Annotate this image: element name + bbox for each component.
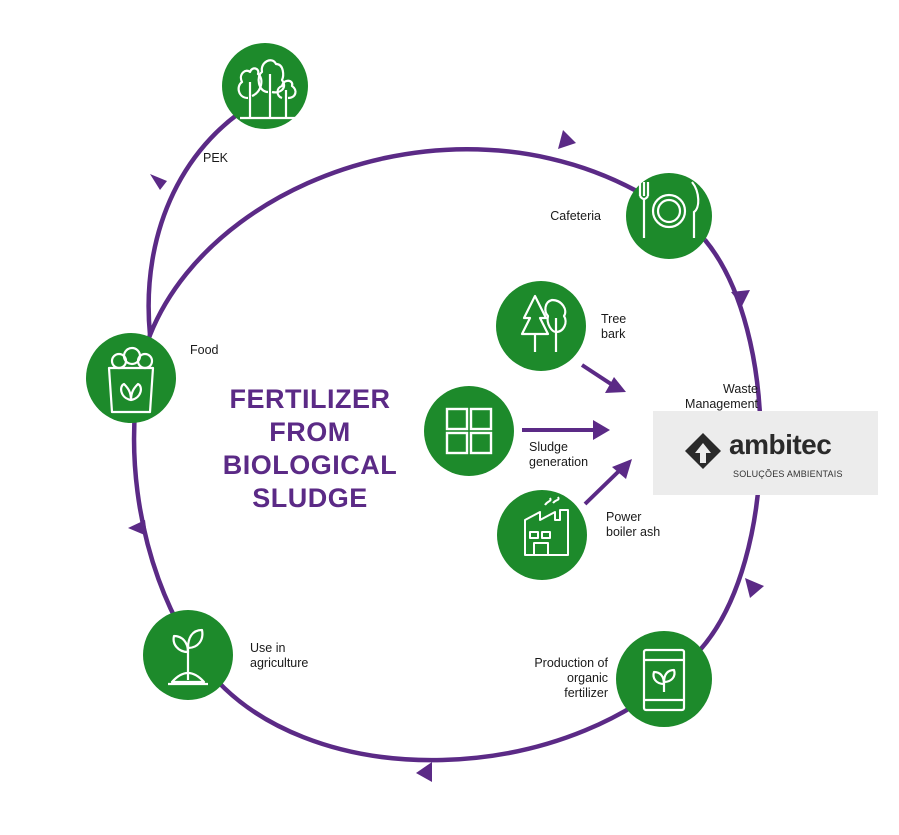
- input-arrow-tree-bark: [580, 363, 616, 388]
- food-bag-icon: [107, 346, 155, 414]
- sprout-icon: [168, 628, 208, 686]
- node-tree-bark: [496, 281, 586, 371]
- plate-cutlery-icon: [638, 181, 700, 238]
- diagram-title: FERTILIZER FROM BIOLOGICAL SLUDGE: [222, 384, 398, 513]
- label-sludge-generation: Sludge generation: [529, 440, 589, 469]
- input-arrowhead: [593, 420, 610, 440]
- label-power-boiler-ash: Power boiler ash: [606, 510, 661, 539]
- cycle-arrowhead: [416, 762, 432, 782]
- label-pek: PEK: [203, 151, 229, 165]
- node-cafeteria: [626, 173, 712, 259]
- fertilizer-bag-icon: [642, 648, 686, 712]
- ambitec-logo-icon: [685, 433, 721, 469]
- label-food: Food: [190, 343, 219, 357]
- node-power-boiler-ash: [497, 490, 587, 580]
- cycle-arrowhead: [128, 520, 147, 536]
- node-use-in-agriculture: [143, 610, 233, 700]
- label-cafeteria: Cafeteria: [550, 209, 601, 223]
- label-tree-bark: Tree bark: [601, 312, 627, 341]
- trees-icon: [237, 59, 297, 120]
- label-production: Production of organic fertilizer: [534, 656, 608, 700]
- ambitec-name: ambitec: [729, 429, 832, 460]
- label-waste-management: Waste Management: [685, 382, 758, 411]
- ambitec-subtitle: SOLUÇÕES AMBIENTAIS: [733, 469, 843, 479]
- tree-icon: [520, 294, 567, 352]
- squares-icon: [445, 407, 493, 455]
- cycle-arrowhead: [150, 174, 167, 190]
- node-pek: [222, 43, 308, 129]
- input-arrowhead: [612, 459, 632, 479]
- cycle-arrowhead: [745, 578, 764, 598]
- cycle-arrowhead: [558, 130, 576, 149]
- input-arrow-ash: [583, 468, 622, 506]
- factory-icon: [524, 496, 569, 556]
- ambitec-logo-box: ambitec SOLUÇÕES AMBIENTAIS: [653, 411, 878, 495]
- cycle-arrowhead: [731, 290, 750, 306]
- node-sludge-generation: [424, 386, 514, 476]
- input-arrowhead: [605, 377, 626, 393]
- label-use-in-agriculture: Use in agriculture: [250, 641, 309, 670]
- node-food: [86, 333, 176, 423]
- cycle-loop-outer: [146, 97, 264, 336]
- node-production: [616, 631, 712, 727]
